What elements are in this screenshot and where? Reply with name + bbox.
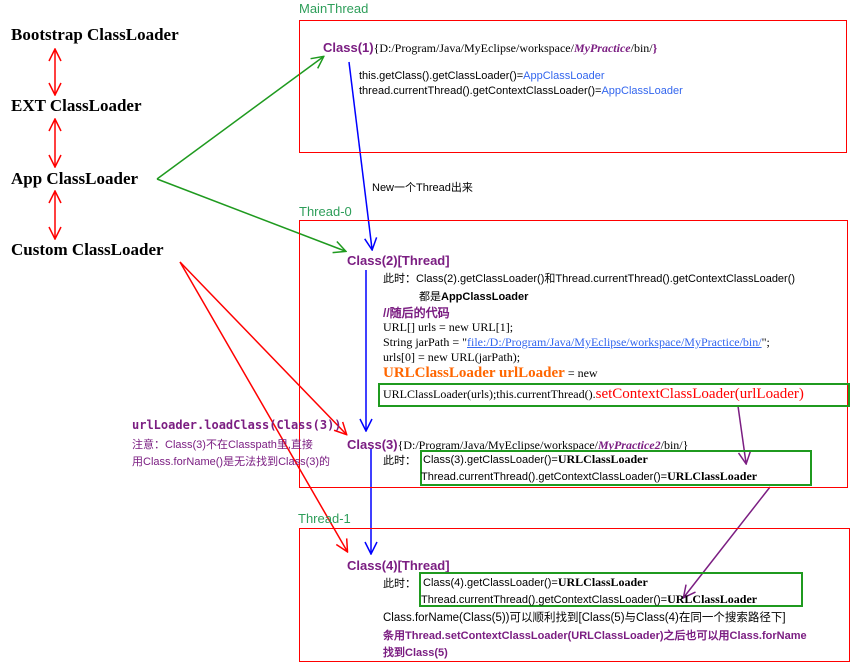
class4-line5: 找到Class(5) [383,647,448,659]
class1-line2-code: thread.currentThread().getContextClassLo… [359,85,602,97]
thread0-box [299,220,848,488]
class2-code4: URLClassLoader urlLoader = new [383,365,598,382]
bootstrap-classloader-label: Bootstrap ClassLoader [11,25,179,44]
class2-note-text: Class(2).getClassLoader()和Thread.current… [416,273,796,285]
class3-path-close: } [682,438,689,452]
load-class-note-line1: 注意：Class(3)不在Classpath里,直接 [132,439,313,451]
class3-line1-value: URLClassLoader [557,452,648,466]
class2-note-line2-prefix: 都是 [419,291,441,303]
class3-header: Class(3){D:/Program/Java/MyEclipse/works… [347,434,688,453]
app-classloader-label: App ClassLoader [11,169,139,188]
class1-path-suffix: /bin/ [630,41,653,55]
thread1-box [299,528,850,662]
class2-code5-hl: setContextClassLoader(urlLoader) [595,386,804,402]
class2-note-prefix: 此时： [383,273,416,285]
class4-line1-code: Class(4).getClassLoader()= [423,577,558,589]
class3-path-prefix: D:/Program/Java/MyEclipse/workspace/ [403,438,598,452]
class2-comment: //随后的代码 [383,306,450,320]
class2-note-line1: 此时：Class(2).getClassLoader()和Thread.curr… [383,270,795,286]
class2-jar-path-link[interactable]: file:/D:/Program/Java/MyEclipse/workspac… [467,335,762,349]
class1-line1-code: this.getClass().getClassLoader()= [359,70,524,82]
class1-path-project: MyPractice [573,41,631,55]
class3-line1: Class(3).getClassLoader()=URLClassLoader [423,452,648,467]
class2-title: Class(2)[Thread] [347,253,450,268]
class1-line1: this.getClass().getClassLoader()=AppClas… [359,70,605,82]
class3-note-prefix: 此时： [383,455,416,467]
class3-line2-value: URLClassLoader [667,469,758,483]
class4-title: Class(4)[Thread] [347,558,450,573]
class2-set-context-box [378,383,850,407]
class1-path-prefix: D:/Program/Java/MyEclipse/workspace/ [379,41,574,55]
class3-path-open: { [397,438,404,452]
class1-title: Class(1) [323,40,374,55]
arrow-custom-to-class3 [179,261,346,434]
class2-code5: URLClassLoader(urls);this.currentThread(… [383,386,804,403]
class4-line2-code: Thread.currentThread().getContextClassLo… [421,594,668,606]
class2-code5-prefix: URLClassLoader(urls);this.currentThread(… [383,387,596,401]
class3-line2: Thread.currentThread().getContextClassLo… [421,469,757,484]
section-main-thread: MainThread [299,1,369,16]
arrow-class1-to-class2 [348,61,372,249]
class3-line1-code: Class(3).getClassLoader()= [423,454,558,466]
class3-path-project: MyPractice2 [597,438,661,452]
class4-note-prefix: 此时： [383,578,416,590]
class3-line2-code: Thread.currentThread().getContextClassLo… [421,471,668,483]
class1-line2: thread.currentThread().getContextClassLo… [359,85,683,97]
class2-code2: String jarPath = "file:/D:/Program/Java/… [383,335,770,350]
section-thread1: Thread-1 [298,511,351,526]
arrow-context-to-class3 [737,405,746,463]
class2-code3: urls[0] = new URL(jarPath); [383,350,521,364]
class1-path-close: } [652,41,658,55]
arrow-custom-to-class4 [179,261,347,551]
class2-code4-suffix: = new [564,366,598,380]
class4-line4: 条用Thread.setContextClassLoader(URLClassL… [383,630,807,642]
class4-loader-box [419,572,803,607]
class1-line2-value: AppClassLoader [601,85,683,97]
class4-line2-value: URLClassLoader [667,592,758,606]
new-thread-label: New一个Thread出来 [372,182,473,194]
main-thread-box [299,20,847,153]
arrow-class3-to-class4-context [684,486,771,597]
ext-classloader-label: EXT ClassLoader [11,96,142,115]
class2-code1: URL[] urls = new URL[1]; [383,320,514,334]
class2-note-line2-value: AppClassLoader [441,291,529,303]
arrow-app-to-class1 [156,57,323,180]
class1-line1-value: AppClassLoader [523,70,605,82]
load-class-code: urlLoader.loadClass(Class(3)) [132,418,342,432]
class2-code2-prefix: String jarPath = " [383,335,467,349]
section-thread0: Thread-0 [299,204,352,219]
class4-line2: Thread.currentThread().getContextClassLo… [421,592,757,607]
class4-line1-value: URLClassLoader [557,575,648,589]
class3-title: Class(3) [347,437,398,452]
load-class-note-line2: 用Class.forName()是无法找到Class(3)的 [132,456,331,468]
class4-line3: Class.forName(Class(5))可以顺利找到[Class(5)与C… [383,612,786,624]
class1-path-open: { [373,41,380,55]
arrow-app-to-class2 [156,178,345,251]
class3-path-suffix: /bin/ [660,438,683,452]
class4-line1: Class(4).getClassLoader()=URLClassLoader [423,575,648,590]
custom-classloader-label: Custom ClassLoader [11,240,164,259]
class2-note-line2: 都是AppClassLoader [419,288,528,304]
class3-loader-box [420,450,812,486]
class1-header: Class(1){D:/Program/Java/MyEclipse/works… [323,37,657,56]
class2-code2-suffix: "; [761,335,770,349]
class2-code4-hl: URLClassLoader urlLoader [383,365,565,381]
